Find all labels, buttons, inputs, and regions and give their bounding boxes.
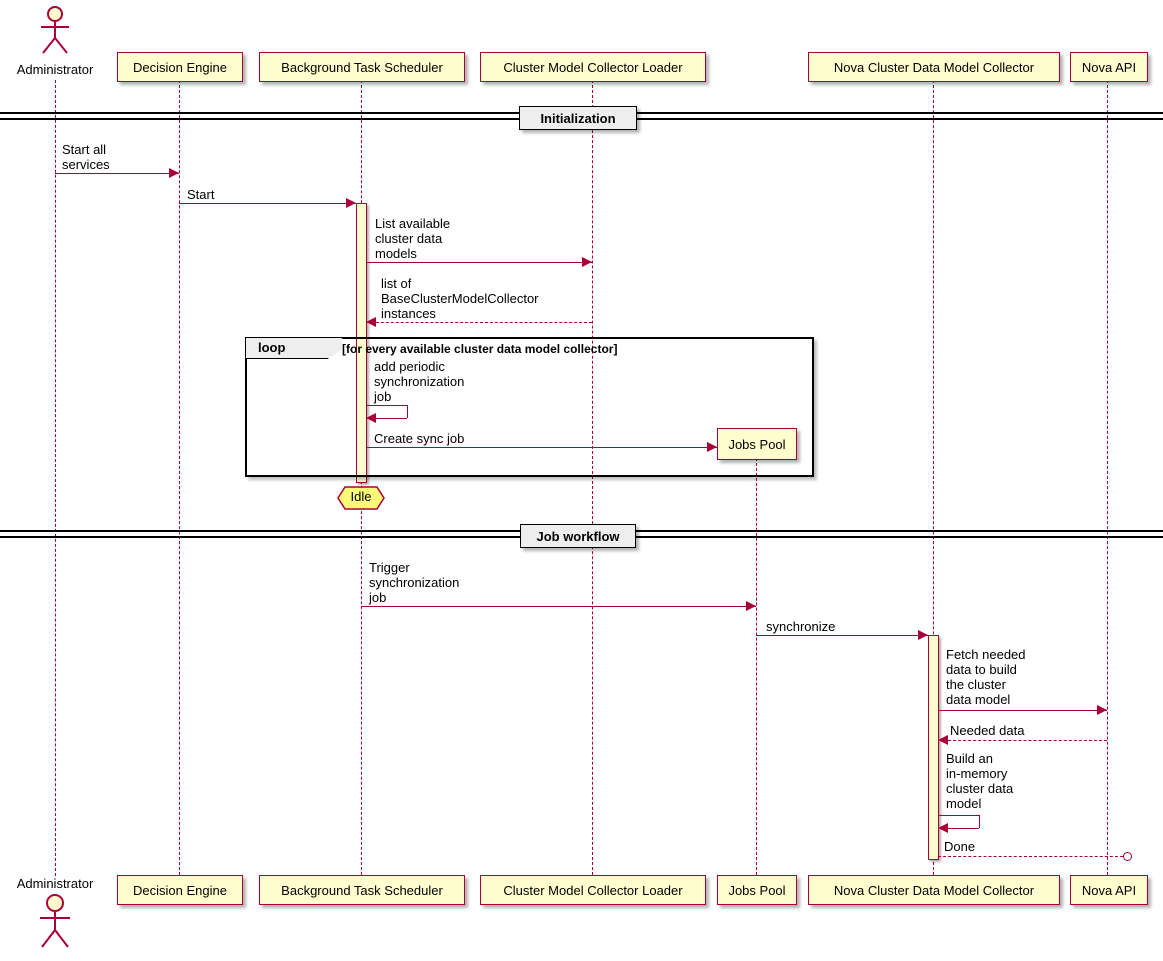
msg-build-model-line-top <box>938 815 979 816</box>
msg-build-model-arrowhead <box>938 823 948 833</box>
participant-scheduler-bottom: Background Task Scheduler <box>259 875 465 905</box>
msg-fetch-needed-arrowhead <box>1097 705 1107 715</box>
msg-trigger-sync-arrowhead <box>746 601 756 611</box>
msg-list-available-line <box>366 262 592 263</box>
msg-done-line <box>938 856 1123 857</box>
msg-create-sync-job-line <box>366 447 717 448</box>
lifeline-collector <box>933 80 934 875</box>
participant-loader-bottom: Cluster Model Collector Loader <box>480 875 706 905</box>
lifeline-loader <box>592 80 593 875</box>
participant-collector-top: Nova Cluster Data Model Collector <box>808 52 1060 82</box>
msg-list-available-label: List available cluster data models <box>375 216 451 262</box>
msg-done-circle-end <box>1123 852 1132 861</box>
msg-add-periodic-line-side <box>407 405 408 418</box>
participant-scheduler-top: Background Task Scheduler <box>259 52 465 82</box>
idle-note: Idle <box>337 486 385 510</box>
msg-fetch-needed-line <box>938 710 1107 711</box>
msg-create-sync-job-arrowhead <box>707 442 717 452</box>
msg-synchronize-label: synchronize <box>766 619 836 634</box>
msg-add-periodic-arrowhead <box>366 413 376 423</box>
participant-loader-top: Cluster Model Collector Loader <box>480 52 706 82</box>
msg-fetch-needed-label: Fetch needed data to build the cluster d… <box>946 647 1026 708</box>
divider-initialization: Initialization <box>519 106 637 130</box>
activation-scheduler <box>356 203 367 483</box>
msg-start-all-services-label: Start all services <box>62 142 110 173</box>
loop-condition: [for every available cluster data model … <box>342 342 618 356</box>
msg-build-model-line-bottom <box>938 828 979 829</box>
msg-trigger-sync-label: Trigger synchronization job <box>369 560 460 606</box>
msg-needed-data-label: Needed data <box>950 723 1025 738</box>
lifeline-decision-engine <box>179 80 180 875</box>
participant-decision-engine-top: Decision Engine <box>117 52 243 82</box>
msg-needed-data-line <box>938 740 1107 741</box>
msg-add-periodic-line-top <box>366 405 407 406</box>
administrator-actor-icon <box>41 6 69 54</box>
participant-collector-bottom: Nova Cluster Data Model Collector <box>808 875 1060 905</box>
participant-jobs-pool-bottom: Jobs Pool <box>717 875 797 905</box>
participant-decision-engine-bottom: Decision Engine <box>117 875 243 905</box>
administrator-actor-icon-bottom <box>40 894 70 948</box>
lifeline-nova-api <box>1107 80 1108 875</box>
msg-start-all-services-line <box>55 173 179 174</box>
msg-done-label: Done <box>944 839 976 854</box>
loop-keyword: loop <box>246 338 342 359</box>
msg-start-line <box>179 203 356 204</box>
msg-start-arrowhead <box>346 198 356 208</box>
msg-list-instances-arrowhead <box>366 317 376 327</box>
msg-list-available-arrowhead <box>582 257 592 267</box>
msg-add-periodic-label: add periodic synchronization job <box>374 359 465 405</box>
administrator-label-top: Administrator <box>16 62 94 77</box>
msg-trigger-sync-line <box>361 606 756 607</box>
lifeline-jobs-pool <box>756 458 757 875</box>
msg-build-model-label: Build an in-memory cluster data model <box>946 751 1014 812</box>
loop-frame: loop [for every available cluster data m… <box>245 337 814 477</box>
participant-jobs-pool-created: Jobs Pool <box>717 428 797 460</box>
participant-nova-api-top: Nova API <box>1070 52 1148 82</box>
administrator-label-bottom: Administrator <box>16 876 94 891</box>
msg-add-periodic-line-bottom <box>366 418 407 419</box>
msg-synchronize-arrowhead <box>918 630 928 640</box>
msg-start-label: Start <box>187 187 215 202</box>
divider-job-workflow: Job workflow <box>520 524 636 548</box>
idle-note-text: Idle <box>350 489 372 504</box>
lifeline-administrator <box>55 80 56 876</box>
participant-nova-api-bottom: Nova API <box>1070 875 1148 905</box>
idle-hexagon-shape <box>337 486 385 510</box>
msg-list-instances-line <box>366 322 592 323</box>
activation-collector <box>928 635 939 860</box>
msg-synchronize-line <box>756 635 928 636</box>
msg-needed-data-arrowhead <box>938 735 948 745</box>
msg-build-model-line-side <box>979 815 980 828</box>
msg-list-instances-label: list of BaseClusterModelCollector instan… <box>381 276 539 322</box>
msg-create-sync-job-label: Create sync job <box>374 431 465 446</box>
msg-start-all-services-arrowhead <box>169 168 179 178</box>
